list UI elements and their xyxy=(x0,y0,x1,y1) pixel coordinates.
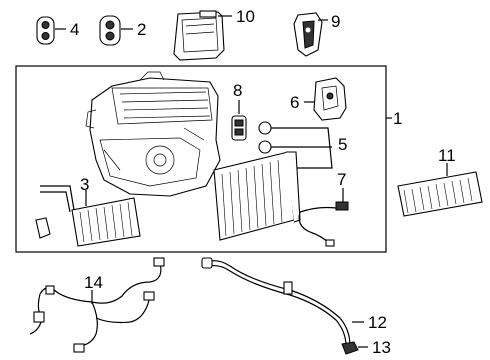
leader-5-upper xyxy=(271,127,333,169)
callout-8: 8 xyxy=(233,81,242,100)
hvac-housing[interactable] xyxy=(85,71,221,197)
callout-13: 13 xyxy=(372,338,391,357)
part-seal[interactable] xyxy=(99,15,121,46)
part-clip[interactable] xyxy=(341,341,359,355)
part-evaporator-core[interactable] xyxy=(213,151,301,241)
part-grommet[interactable] xyxy=(36,16,55,45)
part-wiring-harness[interactable] xyxy=(29,257,165,353)
callout-7: 7 xyxy=(337,170,346,189)
callout-12: 12 xyxy=(368,313,387,332)
callout-11: 11 xyxy=(438,146,456,165)
callout-10: 10 xyxy=(236,7,255,26)
part-thermistor[interactable] xyxy=(298,201,349,247)
callout-6: 6 xyxy=(290,93,299,112)
callout-5: 5 xyxy=(338,135,347,154)
part-damper-actuator[interactable] xyxy=(313,77,347,121)
callout-3: 3 xyxy=(80,175,89,194)
part-air-filter[interactable] xyxy=(397,171,483,217)
assembly-frame xyxy=(15,65,387,253)
callout-4: 4 xyxy=(70,20,79,39)
part-drain-tube[interactable] xyxy=(201,257,351,347)
callout-1: 1 xyxy=(393,109,402,128)
callout-14: 14 xyxy=(84,273,103,292)
part-control-module[interactable] xyxy=(173,10,225,61)
part-sensor[interactable] xyxy=(293,12,323,57)
part-o-rings[interactable] xyxy=(258,121,272,154)
callout-9: 9 xyxy=(331,12,340,31)
part-heater-core[interactable] xyxy=(35,185,141,247)
part-actuator-motor[interactable] xyxy=(231,115,247,141)
callout-2: 2 xyxy=(137,20,146,39)
